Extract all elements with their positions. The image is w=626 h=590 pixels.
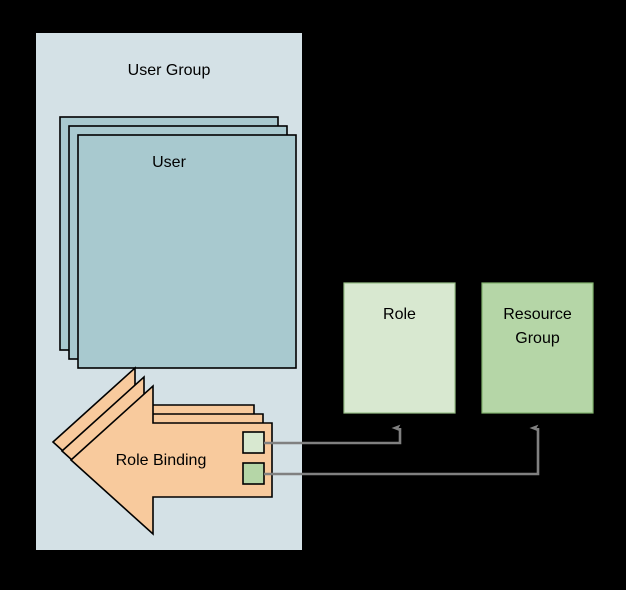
role-binding-label: Role Binding [116, 452, 207, 469]
role-label: Role [383, 306, 416, 323]
resource-group-box[interactable]: Resource Group [481, 282, 594, 414]
resource-group-label-line1: Resource [503, 306, 572, 323]
connector-role-binding-to-resource-group[interactable] [264, 428, 540, 476]
resource-group-label-line2: Group [515, 330, 560, 347]
role-port-square[interactable] [242, 431, 265, 454]
role-box[interactable]: Role [343, 282, 456, 414]
role-rect [343, 282, 456, 414]
user-group-label: User Group [128, 62, 211, 79]
user-card-stack[interactable]: User [59, 116, 297, 369]
role-binding-stack[interactable]: Role Binding [51, 366, 273, 536]
connectors [264, 428, 540, 476]
user-label: User [152, 154, 186, 171]
role-binding-arrow-front [69, 384, 273, 536]
connector-role-binding-to-role[interactable] [264, 428, 402, 445]
role-binding-ports[interactable] [242, 431, 265, 485]
user-card-front [77, 134, 297, 369]
resource-group-port-square[interactable] [242, 462, 265, 485]
resource-group-rect [481, 282, 594, 414]
